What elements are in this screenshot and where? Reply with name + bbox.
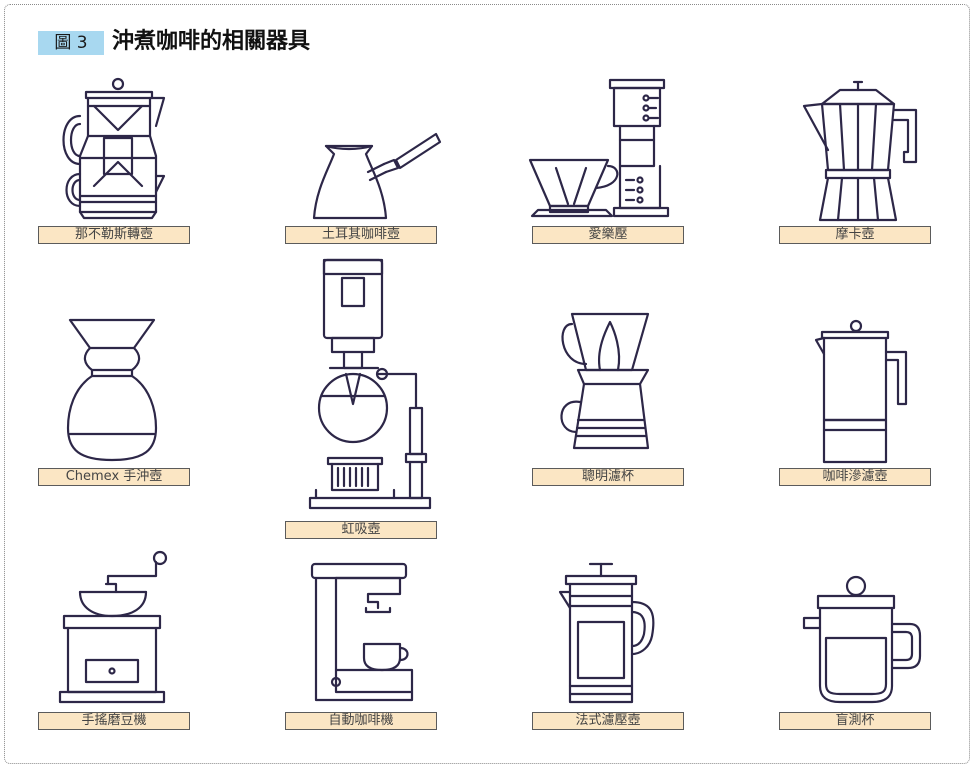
siphon-icon xyxy=(306,258,436,516)
figure-title: 沖煮咖啡的相關器具 xyxy=(112,29,311,54)
label-napier: 那不勒斯轉壺 xyxy=(38,226,190,244)
label-percolator: 咖啡滲濾壺 xyxy=(779,468,931,486)
moka-pot-icon xyxy=(800,80,922,224)
label-cupping: 盲測杯 xyxy=(779,712,931,730)
label-siphon: 虹吸壺 xyxy=(285,521,437,539)
clever-dripper-icon xyxy=(556,312,656,464)
cupping-pot-icon xyxy=(800,574,924,708)
french-press-icon xyxy=(556,562,660,706)
figure-frame xyxy=(4,4,970,764)
label-moka: 摩卡壺 xyxy=(779,226,931,244)
chemex-icon xyxy=(64,318,160,464)
percolator-icon xyxy=(812,319,912,464)
figure-number-badge: 圖 3 xyxy=(38,31,104,55)
turkish-pot-icon xyxy=(310,130,442,224)
hand-grinder-icon xyxy=(56,548,170,704)
label-chemex: Chemex 手沖壺 xyxy=(38,468,190,486)
label-turkish: 土耳其咖啡壺 xyxy=(285,226,437,244)
napier-pot-icon xyxy=(58,76,168,222)
label-aeropress: 愛樂壓 xyxy=(532,226,684,244)
label-machine: 自動咖啡機 xyxy=(285,712,437,730)
coffee-machine-icon xyxy=(308,560,418,704)
label-french-press: 法式濾壓壺 xyxy=(532,712,684,730)
label-clever: 聰明濾杯 xyxy=(532,468,684,486)
aeropress-icon xyxy=(526,76,676,224)
label-grinder: 手搖磨豆機 xyxy=(38,712,190,730)
